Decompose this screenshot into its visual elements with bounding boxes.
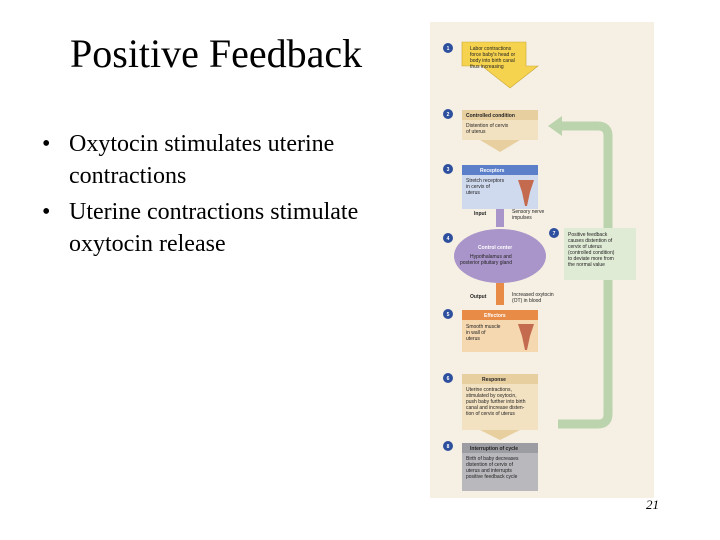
- input-text: Sensory nerve impulses: [512, 209, 546, 221]
- step1-box: [461, 41, 539, 89]
- step1-text: Labor contractions force baby's head or …: [470, 46, 517, 70]
- marker-8-label: 8: [447, 444, 450, 450]
- step8-header: [462, 443, 538, 453]
- step6-heading: Response: [482, 377, 506, 383]
- step2-heading: Controlled condition: [466, 113, 515, 119]
- uterus-icon-receptor: [518, 180, 534, 206]
- marker-8: [443, 441, 453, 451]
- page-number: 21: [646, 497, 659, 512]
- step4-control-center: [454, 229, 546, 283]
- step8-text: Birth of baby decreases distention of ce…: [466, 456, 520, 480]
- step2-text: Distention of cervix of uterus: [466, 123, 510, 135]
- marker-6: [443, 373, 453, 383]
- marker-6-label: 6: [447, 376, 450, 382]
- step8-box: [462, 453, 538, 491]
- uterus-icon-effector: [518, 324, 534, 350]
- bullet-text: Oxytocin stimulates uterine contractions: [69, 131, 335, 189]
- marker-1: [443, 43, 453, 53]
- marker-7-label: 7: [553, 231, 556, 237]
- step6-text: Uterine contractions, stimulated by oxyt…: [466, 387, 527, 417]
- marker-5-label: 5: [447, 312, 450, 318]
- step4-text: Hypothalamus and posterior pituitary gla…: [460, 254, 513, 266]
- feedback-diagram: 1 2 3 4 5 6 8 7 Labor contractions force…: [430, 22, 654, 498]
- bullet-dot: •: [42, 199, 51, 225]
- input-connector: [496, 209, 504, 227]
- feedback-diagram-svg: 1 2 3 4 5 6 8 7 Labor contractions force…: [443, 41, 636, 491]
- step3-header: [462, 165, 538, 175]
- bullet-item: • Oxytocin stimulates uterine contraction…: [40, 128, 420, 192]
- bullet-item: • Uterine contractions stimulate oxytocin…: [40, 196, 420, 260]
- input-label: Input: [474, 211, 487, 217]
- step5-text: Smooth muscle in wall of uterus: [466, 324, 502, 342]
- marker-4: [443, 233, 453, 243]
- output-connector: [496, 283, 504, 305]
- arrow-6-8: [480, 430, 520, 440]
- bullet-text: Uterine contractions stimulate oxytocin …: [69, 199, 359, 257]
- marker-2-label: 2: [447, 112, 450, 118]
- step8-heading: Interruption of cycle: [470, 446, 518, 452]
- step-markers: 1 2 3 4 5 6 8 7: [443, 43, 559, 451]
- loop-note-text: Positive feedback causes distention of c…: [568, 232, 616, 268]
- step4-heading: Control center: [478, 245, 512, 251]
- marker-2: [443, 109, 453, 119]
- marker-4-label: 4: [447, 236, 450, 242]
- step6-header: [462, 374, 538, 384]
- marker-7: [549, 228, 559, 238]
- marker-3-label: 3: [447, 167, 450, 173]
- step2-header: [462, 110, 538, 120]
- marker-1-label: 1: [447, 46, 450, 52]
- step3-heading: Receptors: [480, 168, 505, 174]
- slide-title: Positive Feedback: [70, 31, 363, 76]
- step5-header: [462, 310, 538, 320]
- feedback-loop-arrowhead: [548, 116, 562, 136]
- marker-3: [443, 164, 453, 174]
- bullet-list: • Oxytocin stimulates uterine contraction…: [40, 128, 420, 264]
- step3-text: Stretch receptors in cervix of uterus: [466, 178, 505, 196]
- arrow-2-3: [480, 140, 520, 152]
- bullet-dot: •: [42, 131, 51, 157]
- step5-heading: Effectors: [484, 313, 506, 319]
- output-label: Output: [470, 294, 487, 300]
- output-text: Increased oxytocin (OT) in blood: [512, 292, 555, 304]
- step2-box: [462, 120, 538, 140]
- step6-box: [462, 384, 538, 430]
- marker-5: [443, 309, 453, 319]
- loop-note-box: [564, 228, 636, 280]
